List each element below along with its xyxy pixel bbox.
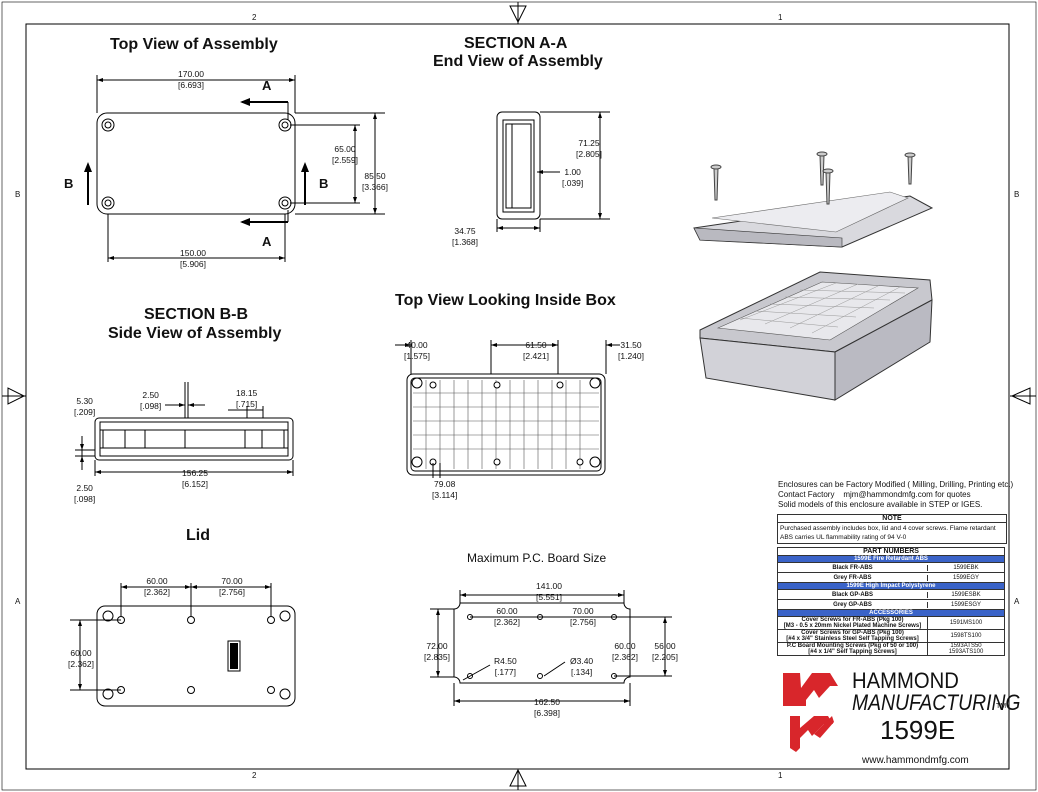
section-a-drawing xyxy=(496,111,610,232)
parts-title: PART NUMBERS xyxy=(863,548,919,555)
note-text: Purchased assembly includes box, lid and… xyxy=(780,525,996,541)
info-contact: Contact Factory mjm@hammondmfg.com for q… xyxy=(778,490,971,499)
drawing-frame xyxy=(25,23,1010,770)
pcb-dim-60: 60.00[2.362] xyxy=(494,606,520,627)
section-a-width: 34.75[1.368] xyxy=(452,226,478,247)
pcb-hole-height: 56.00[2.205] xyxy=(652,641,678,662)
lid-title: Lid xyxy=(186,527,210,544)
top-view-drawing xyxy=(87,75,385,262)
info-block: Enclosures can be Factory Modified ( Mil… xyxy=(778,480,1013,510)
top-view-hole-height: 65.00[2.559] xyxy=(332,144,358,165)
table-row: Cover Screws for GP-ABS (Pkg 100)[#4 x 3… xyxy=(778,629,1004,642)
brand-name-1: HAMMOND xyxy=(852,668,959,693)
section-a-wall: 1.00[.039] xyxy=(562,167,584,188)
section-b-dim-5-30: 5.30[.209] xyxy=(74,396,96,417)
top-view-width: 170.00[6.693] xyxy=(178,69,204,90)
pcb-arrows xyxy=(436,593,667,703)
top-view-height: 85.50[3.366] xyxy=(362,171,388,192)
inside-dim-61-50: 61.50[2.421] xyxy=(523,340,549,361)
section-a-arrows xyxy=(497,112,602,230)
note-box: NOTE Purchased assembly includes box, li… xyxy=(777,514,1007,544)
lid-dim-60-side: 60.00[2.362] xyxy=(68,648,94,669)
parts-fr-header: 1599E Fire Retardant ABS xyxy=(778,555,1004,562)
table-row: Cover Screws for FR-ABS (Pkg 100)[M3 - 0… xyxy=(778,616,1004,629)
part-numbers-table: PART NUMBERS 1599E Fire Retardant ABS Bl… xyxy=(777,547,1005,656)
border-zone-bottom-1: 1 xyxy=(778,771,783,780)
border-zone-top-2: 2 xyxy=(252,13,257,22)
pcb-height: 72.00[2.835] xyxy=(424,641,450,662)
section-b-arrows xyxy=(80,403,293,474)
top-view-arrows xyxy=(84,78,377,260)
info-models: Solid models of this enclosure available… xyxy=(778,500,983,509)
top-view-hole-spacing: 150.00[5.906] xyxy=(180,248,206,269)
hammond-logo-mark xyxy=(783,673,838,752)
lid-dim-70: 70.00[2.756] xyxy=(219,576,245,597)
section-b-length: 156.25[6.152] xyxy=(182,468,208,489)
border-zone-right-a: A xyxy=(1014,597,1020,606)
section-b-dim-18-15: 18.15[.715] xyxy=(236,388,258,409)
section-a-marker-bottom: A xyxy=(262,234,272,249)
pcb-width: 141.00[5.551] xyxy=(536,581,562,602)
section-b-marker-right: B xyxy=(319,176,329,191)
section-b-dim-2-50-top: 2.50[.098] xyxy=(140,390,162,411)
inside-view-title: Top View Looking Inside Box xyxy=(395,292,616,309)
pcb-dim-70: 70.00[2.756] xyxy=(570,606,596,627)
table-row: P.C Board Mounting Screws (Pkg of 50 or … xyxy=(778,642,1004,655)
inside-view-drawing xyxy=(395,340,620,478)
section-a-height: 71.25[2.805] xyxy=(576,138,602,159)
lid-dim-60-top: 60.00[2.362] xyxy=(144,576,170,597)
border-zone-bottom-2: 2 xyxy=(252,771,257,780)
pcb-total-length: 162.50[6.398] xyxy=(534,697,560,718)
brand-name-2: MANUFACTURING xyxy=(852,690,1021,715)
contact-email[interactable]: mjm@hammondmfg.com for quotes xyxy=(843,490,971,499)
section-a-marker-top: A xyxy=(262,78,272,93)
isometric-view xyxy=(693,151,934,401)
note-title: NOTE xyxy=(778,515,1006,523)
border-zone-right-b: B xyxy=(1014,190,1020,199)
section-b-drawing xyxy=(75,382,294,476)
section-b-subtitle: Side View of Assembly xyxy=(108,325,282,342)
parts-accessories-header: ACCESSORIES xyxy=(778,609,1004,616)
pcb-hole-diameter: Ø3.40[.134] xyxy=(570,656,594,677)
info-modify: Enclosures can be Factory Modified ( Mil… xyxy=(778,480,1014,489)
section-b-title: SECTION B-B xyxy=(144,306,248,323)
section-b-dim-2-50-bottom: 2.50[.098] xyxy=(74,483,96,504)
pcb-title: Maximum P.C. Board Size xyxy=(467,551,607,565)
pcb-corner-radius: R4.50[.177] xyxy=(494,656,517,677)
border-zone-top-1: 1 xyxy=(778,13,783,22)
brand-url[interactable]: www.hammondmfg.com xyxy=(862,755,969,766)
lid-drawing xyxy=(70,583,296,707)
brand-tm: TM xyxy=(996,703,1007,710)
section-a-title: SECTION A-A xyxy=(464,35,568,52)
lid-arrows xyxy=(78,585,271,690)
parts-hi-header: 1599E High Impact Polystyrene xyxy=(778,582,1004,589)
border-zone-left-a: A xyxy=(15,597,21,606)
inside-dim-40: 40.00[1.575] xyxy=(404,340,430,361)
inside-view-arrows xyxy=(405,343,612,347)
border-zone-left-b: B xyxy=(15,190,21,199)
pcb-drawing xyxy=(430,590,672,706)
top-view-title: Top View of Assembly xyxy=(110,36,278,53)
inside-dim-79-08: 79.08[3.114] xyxy=(432,479,458,500)
model-number: 1599E xyxy=(880,715,956,745)
section-a-subtitle: End View of Assembly xyxy=(433,53,603,70)
section-b-marker-left: B xyxy=(64,176,74,191)
pcb-dim-60-side: 60.00[2.362] xyxy=(612,641,638,662)
inside-dim-31-50: 31.50[1.240] xyxy=(618,340,644,361)
